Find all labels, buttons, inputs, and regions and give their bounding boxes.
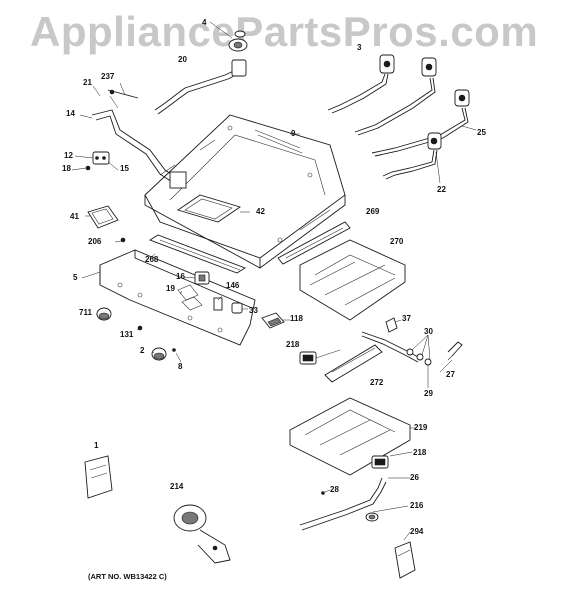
callout-268: 268 [145, 255, 159, 264]
callout-1: 1 [94, 441, 99, 450]
callout-42: 42 [256, 207, 265, 216]
bracket-14 [91, 89, 187, 189]
part-146 [213, 297, 223, 311]
igniter-27 [447, 341, 463, 361]
connector-218-lower [371, 455, 389, 469]
callout-218-upper: 218 [286, 340, 300, 349]
part-118 [261, 312, 285, 329]
leader-lines [71, 82, 477, 541]
callout-41: 41 [70, 212, 79, 221]
valve-assembly-3 [327, 54, 395, 114]
callout-18: 18 [62, 164, 71, 173]
callout-19: 19 [166, 284, 175, 293]
burner-box-9 [144, 114, 346, 269]
callout-4: 4 [202, 18, 207, 27]
clip-37 [385, 317, 398, 333]
callout-15: 15 [120, 164, 129, 173]
callout-22: 22 [437, 185, 446, 194]
callout-29: 29 [424, 389, 433, 398]
trim-269 [277, 221, 351, 265]
callout-5: 5 [73, 273, 78, 282]
callout-25: 25 [477, 128, 486, 137]
watermark-logo: AppliancePartsPros.com [30, 8, 539, 55]
callout-2: 2 [140, 346, 145, 355]
callout-20: 20 [178, 55, 187, 64]
callout-237: 237 [101, 72, 115, 81]
callout-8: 8 [178, 362, 183, 371]
callout-219: 219 [414, 423, 428, 432]
callout-270: 270 [390, 237, 404, 246]
callout-218-lower: 218 [413, 448, 427, 457]
callout-16: 16 [176, 272, 185, 281]
control-panel-5 [99, 249, 256, 346]
callout-711: 711 [79, 308, 92, 317]
igniter-15 [85, 151, 110, 171]
callout-12: 12 [64, 151, 73, 160]
shield-270 [299, 239, 406, 321]
callout-118: 118 [290, 314, 303, 323]
plate-268 [148, 234, 247, 274]
art-number: (ART NO. WB13422 C) [88, 572, 167, 581]
callout-146: 146 [226, 281, 240, 290]
callout-27: 27 [446, 370, 455, 379]
fitting-216 [365, 512, 379, 522]
callout-33: 33 [249, 306, 258, 315]
callout-14: 14 [66, 109, 75, 118]
window-42 [176, 194, 250, 223]
callout-30: 30 [424, 327, 433, 336]
part-41 [87, 205, 119, 229]
callout-37: 37 [402, 314, 411, 323]
screw-206 [120, 237, 126, 243]
burner-tube-20 [154, 59, 247, 115]
callout-214: 214 [170, 482, 184, 491]
callout-294: 294 [410, 527, 424, 536]
switch-16 [194, 271, 210, 285]
callout-216: 216 [410, 501, 424, 510]
part-19 [177, 284, 203, 311]
manual-1 [84, 455, 113, 499]
callout-3: 3 [357, 43, 362, 52]
callout-28: 28 [330, 485, 339, 494]
knob-2 [151, 347, 176, 361]
valve-22 [382, 132, 442, 180]
callout-131: 131 [120, 330, 134, 339]
callout-269: 269 [366, 207, 380, 216]
callout-206: 206 [88, 237, 102, 246]
part-33 [231, 302, 243, 314]
connector-218-upper [299, 349, 341, 365]
bracket-294 [394, 541, 416, 579]
electrode-assembly-30 [361, 331, 432, 366]
callout-21: 21 [83, 78, 92, 87]
pipe-26 [299, 477, 387, 531]
valve-assembly-right [354, 57, 470, 157]
burner-cap-4 [209, 21, 248, 52]
callout-26: 26 [410, 473, 419, 482]
callout-9: 9 [291, 129, 296, 138]
tray-219 [289, 397, 411, 476]
regulator-214 [173, 504, 231, 564]
callout-272: 272 [370, 378, 384, 387]
bracket-272 [324, 344, 383, 383]
knob-711 [96, 307, 112, 321]
